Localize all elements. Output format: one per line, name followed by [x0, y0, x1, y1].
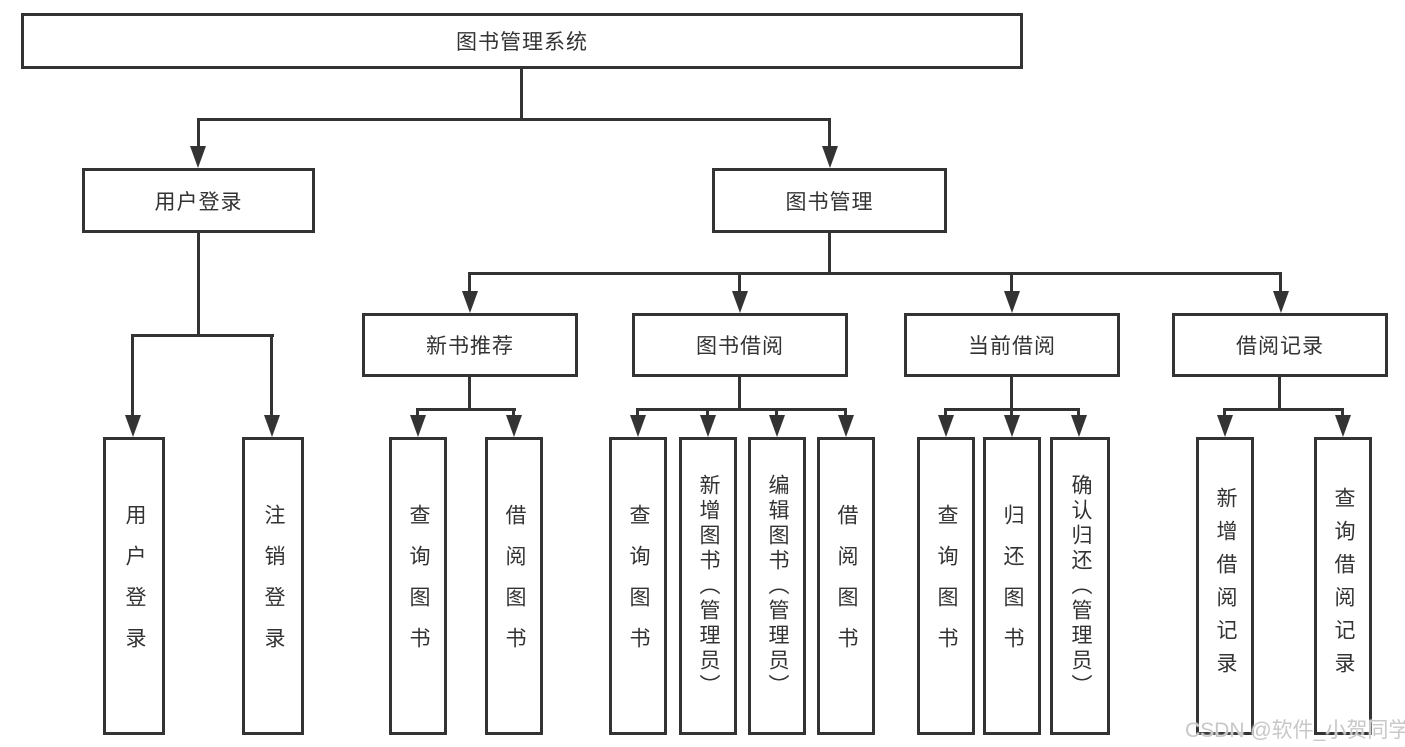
leaf-borrow-books-recommend: 借阅图书: [485, 437, 543, 735]
leaf-edit-books-admin: 编辑图书（管理员）: [748, 437, 806, 735]
connector-leaf-stem: [1077, 408, 1080, 418]
connector-root-hline: [198, 118, 831, 121]
csdn-watermark: CSDN @软件_小贺同学: [1185, 719, 1405, 742]
arrow-down-icon: [125, 415, 141, 437]
connector-group-hline: [1225, 408, 1343, 411]
leaf-query-books-recommend-label: 查询图书: [407, 504, 430, 668]
connector-level3-hline: [470, 272, 1282, 275]
leaf-add-books-admin: 新增图书（管理员）: [679, 437, 737, 735]
node-book-management-label: 图书管理: [785, 190, 874, 214]
node-new-book-recommend: 新书推荐: [362, 313, 578, 377]
leaf-query-books-borrow-label: 查询图书: [627, 504, 650, 668]
connector-user-login-stem: [197, 118, 200, 150]
arrow-down-icon: [1335, 415, 1351, 437]
connector-user-login-hline: [133, 334, 274, 337]
connector-leaf-stem: [944, 408, 947, 418]
leaf-borrow-books-label: 借阅图书: [835, 504, 858, 668]
connector-level3-stem: [468, 272, 471, 294]
leaf-query-books-current-label: 查询图书: [935, 504, 958, 668]
connector-leaf-stem: [1223, 408, 1226, 418]
connector-group-stem: [1010, 377, 1013, 411]
connector-level3-stem: [1010, 272, 1013, 294]
leaf-borrow-books: 借阅图书: [817, 437, 875, 735]
leaf-logout-label: 注销登录: [262, 504, 285, 668]
node-current-borrow-label: 当前借阅: [968, 335, 1056, 358]
connector-user-login-down: [197, 233, 200, 334]
arrow-down-icon: [410, 415, 426, 437]
leaf-query-borrow-record-label: 查询借阅记录: [1332, 487, 1355, 685]
arrow-down-icon: [1217, 415, 1233, 437]
arrow-down-icon: [938, 415, 954, 437]
node-book-borrow-label: 图书借阅: [696, 335, 784, 358]
arrow-down-icon: [1004, 415, 1020, 437]
leaf-add-borrow-record-label: 新增借阅记录: [1214, 487, 1237, 685]
connector-leaf-stem: [775, 408, 778, 418]
leaf-confirm-return-admin-label: 确认归还（管理员）: [1069, 473, 1092, 699]
leaf-user-login-label: 用户登录: [123, 504, 146, 668]
connector-book-management-stem: [828, 118, 831, 150]
node-new-book-recommend-label: 新书推荐: [426, 335, 514, 358]
leaf-query-books-current: 查询图书: [917, 437, 975, 735]
connector-leaf-stem: [706, 408, 709, 418]
arrow-down-icon: [1071, 415, 1087, 437]
node-root-label: 图书管理系统: [456, 31, 588, 54]
node-root: 图书管理系统: [21, 13, 1023, 69]
connector-level3-stem: [1279, 272, 1282, 294]
arrow-down-icon: [769, 415, 785, 437]
connector-root-stem: [520, 69, 523, 118]
arrow-down-icon: [190, 146, 206, 168]
leaf-edit-books-admin-label: 编辑图书（管理员）: [766, 473, 789, 699]
leaf-query-books-borrow: 查询图书: [609, 437, 667, 735]
leaf-add-books-admin-label: 新增图书（管理员）: [697, 473, 720, 699]
connector-group-stem: [738, 377, 741, 411]
arrow-down-icon: [700, 415, 716, 437]
connector-leaf-stem: [416, 408, 419, 418]
leaf-confirm-return-admin: 确认归还（管理员）: [1050, 437, 1110, 735]
connector-leaf-stem: [1341, 408, 1344, 418]
arrow-down-icon: [838, 415, 854, 437]
connector-group-stem: [1278, 377, 1281, 411]
leaf-query-books-recommend: 查询图书: [389, 437, 447, 735]
arrow-down-icon: [506, 415, 522, 437]
leaf-borrow-books-recommend-label: 借阅图书: [503, 504, 526, 668]
node-borrow-records: 借阅记录: [1172, 313, 1388, 377]
leaf-logout: 注销登录: [242, 437, 304, 735]
connector-leaf-stem: [636, 408, 639, 418]
connector-group-hline: [638, 408, 846, 411]
arrow-down-icon: [264, 415, 280, 437]
connector-group-stem: [468, 377, 471, 411]
arrow-down-icon: [630, 415, 646, 437]
node-user-login: 用户登录: [82, 168, 315, 233]
node-book-borrow: 图书借阅: [632, 313, 848, 377]
connector-level3-stem: [738, 272, 741, 294]
node-current-borrow: 当前借阅: [904, 313, 1120, 377]
leaf-return-books-label: 归还图书: [1001, 504, 1024, 668]
node-borrow-records-label: 借阅记录: [1236, 335, 1324, 358]
connector-leaf-stem: [131, 334, 134, 416]
node-user-login-label: 用户登录: [154, 190, 243, 214]
arrow-down-icon: [462, 291, 478, 313]
connector-leaf-stem: [512, 408, 515, 418]
connector-book-management-down: [828, 233, 831, 272]
leaf-add-borrow-record: 新增借阅记录: [1196, 437, 1254, 735]
leaf-user-login: 用户登录: [103, 437, 165, 735]
connector-group-hline: [946, 408, 1080, 411]
arrow-down-icon: [732, 291, 748, 313]
leaf-return-books: 归还图书: [983, 437, 1041, 735]
connector-group-hline: [418, 408, 516, 411]
leaf-query-borrow-record: 查询借阅记录: [1314, 437, 1372, 735]
arrow-down-icon: [1273, 291, 1289, 313]
connector-leaf-stem: [1010, 408, 1013, 418]
connector-leaf-stem: [844, 408, 847, 418]
arrow-down-icon: [822, 146, 838, 168]
arrow-down-icon: [1004, 291, 1020, 313]
node-book-management: 图书管理: [712, 168, 947, 233]
connector-leaf-stem: [270, 334, 273, 416]
